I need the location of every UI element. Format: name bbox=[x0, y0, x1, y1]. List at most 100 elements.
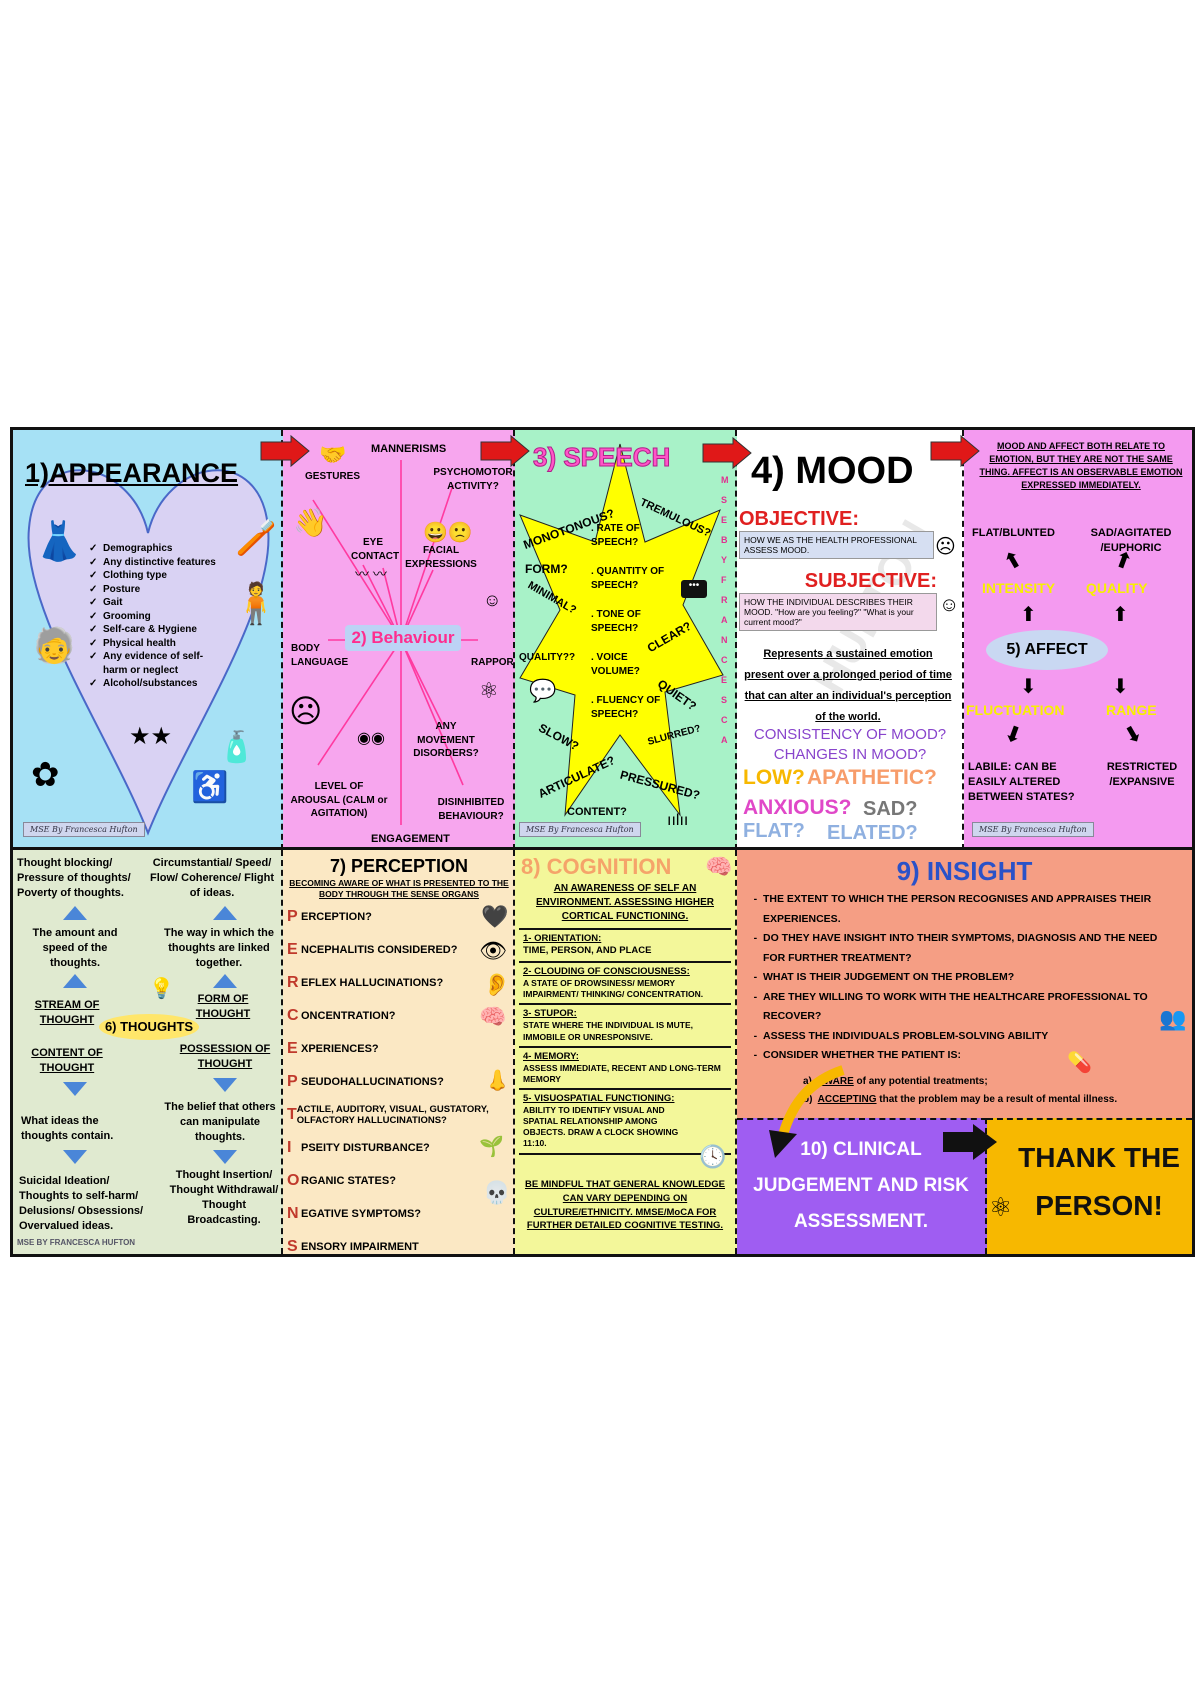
soundwave-icon: ıılıı bbox=[667, 812, 689, 829]
acrostic-letter: N bbox=[287, 1204, 299, 1222]
affect-fluctuation: FLUCTUATION bbox=[966, 702, 1065, 718]
subjective-block: SUBJECTIVE: HOW THE INDIVIDUAL DESCRIBES… bbox=[739, 570, 937, 631]
network-icon: ⚛ bbox=[479, 678, 499, 703]
signature: MSE By Francesca Hufton bbox=[972, 822, 1094, 837]
insight-title: 9) INSIGHT bbox=[896, 856, 1033, 886]
accepting-text: that the problem may be a result of ment… bbox=[876, 1094, 1118, 1105]
mood-q2: CHANGES IN MOOD? bbox=[773, 746, 927, 763]
thoughts-br: Thought Insertion/ Thought Withdrawal/ T… bbox=[169, 1169, 279, 1226]
cognition-panel: 8) COGNITION 🧠 AN AWARENESS OF SELF AN E… bbox=[515, 850, 737, 1254]
thoughts-ml: The amount and speed of the thoughts. bbox=[32, 927, 118, 969]
list-item: ARE THEY WILLING TO WORK WITH THE HEALTH… bbox=[763, 988, 1163, 1027]
perception-text: RGANIC STATES? bbox=[301, 1174, 396, 1187]
thoughts-stream: STREAM OF THOUGHT bbox=[34, 999, 100, 1026]
insight-sub-a: a) AWARE of any potential treatments; bbox=[803, 1076, 988, 1087]
cognition-footer: BE MINDFUL THAT GENERAL KNOWLEDGE CAN VA… bbox=[524, 1179, 726, 1232]
clinical-title: 10) CLINICAL JUDGEMENT AND RISK ASSESSME… bbox=[753, 1139, 969, 1232]
psychomotor-label: PSYCHOMOTOR ACTIVITY? bbox=[433, 467, 513, 492]
speech-side-text: MSE BY FRANCESCA bbox=[721, 475, 729, 745]
signature: MSE By Francesca Hufton bbox=[23, 822, 145, 837]
list-item: THE EXTENT TO WHICH THE PERSON RECOGNISE… bbox=[763, 890, 1163, 929]
affect-sad-label: SAD/AGITATED /EUPHORIC bbox=[1090, 527, 1172, 554]
cognition-intro: AN AWARENESS OF SELF AN ENVIRONMENT. ASS… bbox=[536, 883, 714, 922]
thank-panel: THANK THE PERSON! ⚛ bbox=[987, 1118, 1192, 1254]
list-item: ASSESS THE INDIVIDUALS PROBLEM-SOLVING A… bbox=[763, 1027, 1163, 1047]
cognition-item-body: STATE WHERE THE INDIVIDUAL IS MUTE, IMMO… bbox=[523, 1020, 694, 1042]
speech-word-content: CONTENT? bbox=[567, 806, 627, 818]
affect-flat-label: FLAT/BLUNTED bbox=[972, 527, 1055, 539]
mood-definition: Represents a sustained emotion present o… bbox=[744, 648, 952, 723]
arrow-up-icon: ⬆ bbox=[1112, 604, 1129, 626]
perception-text: EGATIVE SYMPTOMS? bbox=[301, 1207, 421, 1220]
thoughts-mr: The way in which the thoughts are linked… bbox=[163, 927, 275, 969]
appearance-checklist: Demographics Any distinctive features Cl… bbox=[89, 542, 219, 691]
red-arrow-icon bbox=[260, 434, 310, 468]
brain-icon: 🧠 bbox=[479, 1004, 507, 1029]
mood-panel: HUFTON 4) MOOD OBJECTIVE: HOW WE AS THE … bbox=[737, 430, 964, 850]
cognition-title: 8) COGNITION bbox=[521, 854, 672, 879]
mood-flat: FLAT? bbox=[743, 820, 805, 842]
cognition-item-body: TIME, PERSON, AND PLACE bbox=[523, 945, 652, 957]
speech-title: 3) SPEECH bbox=[532, 442, 671, 473]
handshake-icon: 🤝 bbox=[319, 442, 347, 467]
arrow-up-icon bbox=[63, 906, 87, 920]
rapport-label: RAPPORT bbox=[471, 657, 514, 668]
mood-sad: SAD? bbox=[863, 798, 918, 820]
flower-icon: ✿ bbox=[31, 756, 60, 794]
perception-text: PSEITY DISTURBANCE? bbox=[301, 1141, 430, 1154]
body-language-label: BODY LANGUAGE bbox=[291, 643, 349, 668]
clock-icon: 🕓 bbox=[699, 1144, 727, 1169]
acrostic-letter: E bbox=[287, 940, 298, 958]
cognition-item: 1- ORIENTATION:TIME, PERSON, AND PLACE bbox=[519, 930, 731, 963]
eyes-icon: ◉◉ bbox=[357, 730, 385, 747]
speech-panel: 3) SPEECH MONOTONOUS? TREMULOUS? FORM? M… bbox=[515, 430, 737, 850]
arrow-down-icon: ⬇ bbox=[1112, 676, 1129, 698]
thoughts-content: CONTENT OF THOUGHT bbox=[31, 1047, 103, 1074]
behaviour-rays bbox=[312, 460, 478, 825]
list-item: Any distinctive features bbox=[89, 556, 219, 570]
aware-keyword: AWARE bbox=[817, 1076, 854, 1087]
thoughts-title: 6) THOUGHTS bbox=[99, 1014, 199, 1040]
gestures-label: GESTURES bbox=[305, 471, 361, 482]
red-arrow-icon bbox=[702, 436, 752, 470]
frown-icon: ☹ bbox=[935, 536, 956, 558]
affect-intensity: INTENSITY bbox=[982, 580, 1056, 596]
red-arrows bbox=[260, 434, 980, 470]
arrows-layer bbox=[260, 434, 997, 1160]
speech-question: . FLUENCY OF SPEECH? bbox=[591, 695, 661, 720]
skeleton-icon: 💀 bbox=[483, 1180, 511, 1205]
thoughts-belief: The belief that others can manipulate th… bbox=[164, 1101, 276, 1143]
list-item: DO THEY HAVE INSIGHT INTO THEIR SYMPTOMS… bbox=[763, 929, 1163, 968]
cream-tube-icon: 🧴 bbox=[218, 731, 256, 764]
speech-word-quality: QUALITY?? bbox=[519, 652, 576, 663]
smile-icon: ☺ bbox=[939, 594, 960, 616]
appearance-panel: 1)APPEARANCE Demographics Any distinctiv… bbox=[13, 430, 283, 850]
speech-center-questions: . RATE OF SPEECH? . QUANTITY OF SPEECH? … bbox=[591, 522, 671, 737]
perception-text: EFLEX HALLUCINATIONS? bbox=[301, 976, 444, 989]
disinhibited-label: DISINHIBITED BEHAVIOUR? bbox=[437, 797, 505, 822]
cognition-item-head: 4- MEMORY: bbox=[523, 1050, 579, 1062]
acrostic-letter: O bbox=[287, 1171, 300, 1189]
acrostic-letter: P bbox=[287, 1072, 298, 1090]
medicine-bottle-icon: 💊 bbox=[1067, 1052, 1092, 1074]
cognition-item-head: 1- ORIENTATION: bbox=[523, 933, 602, 944]
mannerisms-label: MANNERISMS bbox=[371, 443, 447, 455]
subjective-text: HOW THE INDIVIDUAL DESCRIBES THEIR MOOD.… bbox=[739, 593, 937, 631]
cognition-item-head: 5- VISUOSPATIAL FUNCTIONING: bbox=[523, 1093, 675, 1104]
cognition-item-body: A STATE OF DROWSINESS/ MEMORY IMPAIRMENT… bbox=[523, 978, 704, 1000]
dress-icon: 👗 bbox=[35, 521, 83, 563]
acrostic-letter: C bbox=[287, 1006, 299, 1024]
speech-question: . QUANTITY OF SPEECH? bbox=[591, 566, 665, 591]
eye-icon: 👁 bbox=[479, 938, 507, 963]
acrostic-letter: P bbox=[287, 907, 298, 925]
eyelashes-icon: 〰 〰 bbox=[355, 566, 387, 582]
affect-range: RANGE bbox=[1106, 702, 1157, 718]
yellow-arrowhead-icon bbox=[769, 1130, 797, 1158]
